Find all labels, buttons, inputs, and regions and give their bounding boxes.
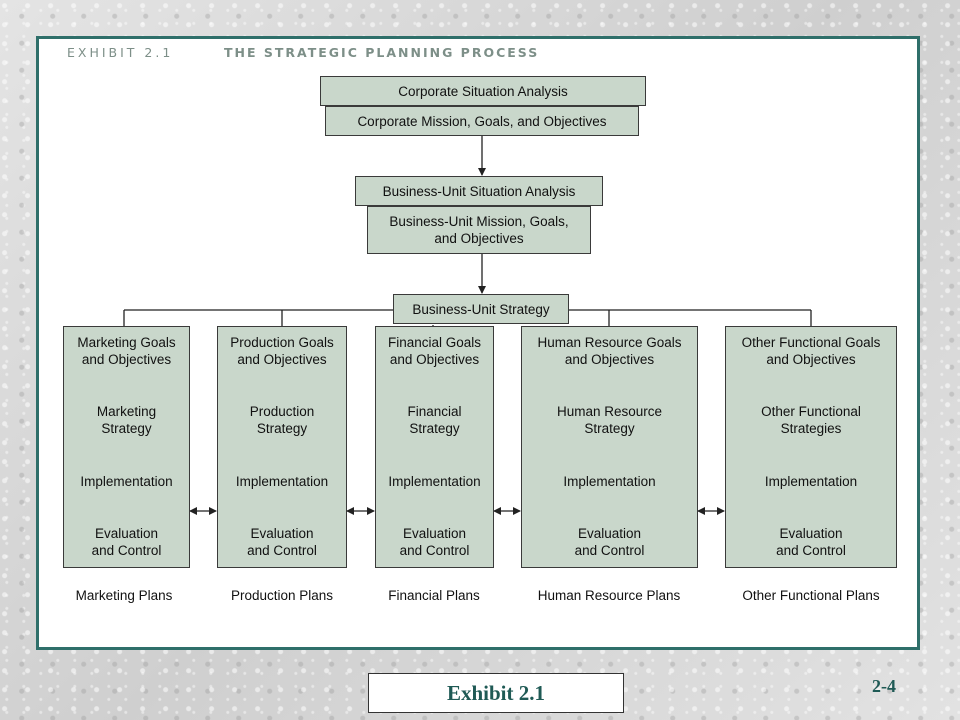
production-strategy: Production Strategy [249,404,315,436]
hr-strategy: Human Resource Strategy [556,404,663,436]
bu-mission-text: Business-Unit Mission, Goals, and Object… [389,214,569,246]
bu-strategy-box: Business-Unit Strategy [393,294,569,324]
column-financial: Financial Goals and Objectives Financial… [375,326,494,568]
other-evaluation: Evaluation and Control [776,526,846,558]
plans-financial: Financial Plans [388,588,480,603]
marketing-strategy: Marketing Strategy [96,404,157,436]
exhibit-title: THE STRATEGIC PLANNING PROCESS [224,45,540,60]
hr-goals: Human Resource Goals and Objectives [537,335,682,367]
other-implementation: Implementation [764,474,858,489]
corporate-situation-text: Corporate Situation Analysis [398,83,568,99]
hr-implementation: Implementation [563,474,656,489]
corporate-mission-text: Corporate Mission, Goals, and Objectives [357,113,607,129]
exhibit-label: EXHIBIT 2.1 [67,45,174,60]
hr-evaluation: Evaluation and Control [574,526,645,558]
plans-marketing: Marketing Plans [75,588,173,603]
plans-human-resource: Human Resource Plans [537,588,681,603]
corporate-situation-box: Corporate Situation Analysis [320,76,646,106]
production-implementation: Implementation [235,474,329,489]
column-marketing: Marketing Goals and Objectives Marketing… [63,326,190,568]
marketing-implementation: Implementation [80,474,173,489]
exhibit-caption: Exhibit 2.1 [446,680,546,705]
exhibit-caption-box: Exhibit 2.1 [368,673,624,713]
other-strategy: Other Functional Strategies [761,404,861,436]
marketing-goals: Marketing Goals and Objectives [77,335,176,367]
bu-situation-text: Business-Unit Situation Analysis [382,183,576,199]
production-evaluation: Evaluation and Control [247,526,317,558]
financial-implementation: Implementation [388,474,481,489]
production-goals: Production Goals and Objectives [230,335,334,367]
bu-situation-box: Business-Unit Situation Analysis [355,176,603,206]
financial-strategy: Financial Strategy [407,404,462,436]
column-production: Production Goals and Objectives Producti… [217,326,347,568]
marketing-evaluation: Evaluation and Control [91,526,162,558]
corporate-mission-box: Corporate Mission, Goals, and Objectives [325,106,639,136]
bu-mission-box: Business-Unit Mission, Goals, and Object… [367,206,591,254]
financial-goals: Financial Goals and Objectives [387,335,482,367]
plans-other-functional: Other Functional Plans [742,588,880,603]
other-goals: Other Functional Goals and Objectives [741,335,881,367]
financial-evaluation: Evaluation and Control [399,526,470,558]
column-other-functional: Other Functional Goals and Objectives Ot… [725,326,897,568]
bu-strategy-text: Business-Unit Strategy [412,301,550,317]
plans-production: Production Plans [230,588,334,603]
page-number: 2-4 [872,676,896,696]
column-human-resource: Human Resource Goals and Objectives Huma… [521,326,698,568]
